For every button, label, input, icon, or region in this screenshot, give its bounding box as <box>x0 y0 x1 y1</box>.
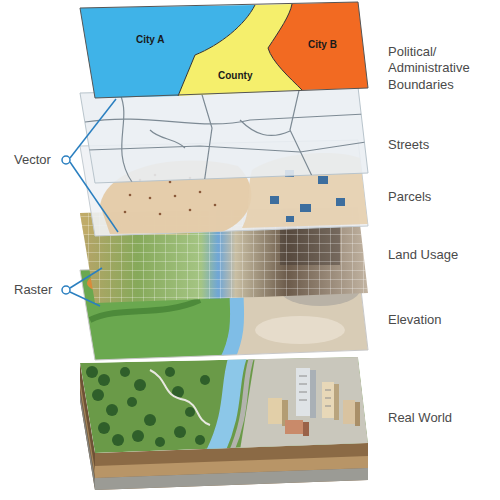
layer-label: Parcels <box>388 189 492 205</box>
layer-label: Political/ Administrative Boundaries <box>388 44 492 93</box>
layer-label: Land Usage <box>388 247 492 263</box>
region-node: City B <box>306 38 339 52</box>
layer-label: Real World <box>388 410 492 426</box>
streets-layer <box>80 86 368 184</box>
region-name: City A <box>136 34 165 46</box>
layer-label-text: Parcels <box>388 189 431 204</box>
boundaries-layer <box>80 2 368 98</box>
layer-label: Streets <box>388 137 492 153</box>
region-node: County <box>216 69 254 83</box>
real-world-block <box>80 356 368 490</box>
layer-label-text: Land Usage <box>388 247 458 262</box>
group-brackets <box>62 99 118 306</box>
layer-label-text: Streets <box>388 137 429 152</box>
region-name: City B <box>308 39 337 51</box>
layer-label: Elevation <box>388 312 492 328</box>
layer-label-text: Political/ Administrative Boundaries <box>388 44 470 92</box>
group-label-text: Raster <box>14 282 52 297</box>
group-label: Vector <box>14 152 60 168</box>
region-name: County <box>218 70 252 82</box>
layer-label-text: Elevation <box>388 312 441 327</box>
group-label: Raster <box>14 282 60 298</box>
region-node: City A <box>134 33 167 47</box>
city-buildings <box>268 368 360 436</box>
group-label-text: Vector <box>14 152 51 167</box>
layer-label-text: Real World <box>388 410 452 425</box>
